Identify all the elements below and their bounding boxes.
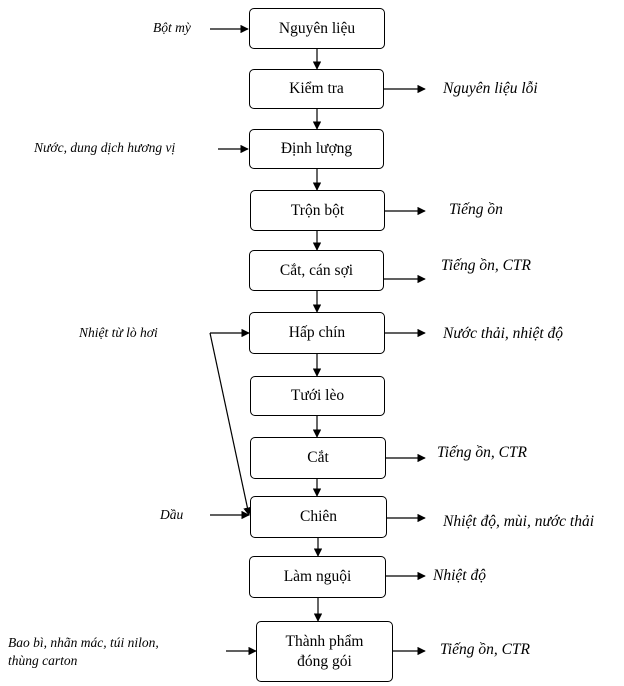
- step-tuoi-leo: Tưới lèo: [250, 376, 385, 416]
- output-tieng-on-ctr-1: Tiếng ồn, CTR: [441, 257, 532, 274]
- step-chien: Chiên: [250, 496, 387, 538]
- step-dinh-luong: Định lượng: [249, 129, 384, 169]
- input-nhiet-lo-hoi: Nhiệt từ lò hơi: [79, 325, 158, 340]
- output-tieng-on-ctr-2: Tiếng ồn, CTR: [437, 444, 528, 461]
- output-nhiet-do: Nhiệt độ: [433, 567, 486, 584]
- input-bao-bi: Bao bì, nhãn mác, túi nilon, thùng carto…: [8, 635, 159, 669]
- output-tieng-on: Tiếng ồn: [449, 201, 503, 218]
- step-hap-chin: Hấp chín: [249, 312, 385, 354]
- input-nuoc-dung-dich: Nước, dung dịch hương vị: [34, 140, 176, 155]
- output-nuoc-thai-nhiet-do: Nước thải, nhiệt độ: [443, 325, 564, 342]
- output-tieng-on-ctr-3: Tiếng ồn, CTR: [440, 641, 531, 658]
- arrow-input-nhiet-chien: [209, 332, 252, 516]
- step-kiem-tra: Kiểm tra: [249, 69, 384, 109]
- step-cat-can-soi: Cắt, cán sợi: [249, 250, 384, 291]
- step-lam-nguoi: Làm nguội: [249, 556, 386, 598]
- step-cat: Cắt: [250, 437, 386, 479]
- output-nhiet-do-mui-nuoc-thai: Nhiệt độ, mùi, nước thải: [443, 513, 595, 530]
- input-dau: Dầu: [160, 507, 184, 522]
- input-bot-my: Bột mỳ: [153, 20, 191, 35]
- step-nguyen-lieu: Nguyên liệu: [249, 8, 385, 49]
- step-tron-bot: Trộn bột: [250, 190, 385, 231]
- step-thanh-pham-dong-goi: Thành phẩm đóng gói: [256, 621, 393, 682]
- output-nguyen-lieu-loi: Nguyên liệu lỗi: [443, 80, 538, 97]
